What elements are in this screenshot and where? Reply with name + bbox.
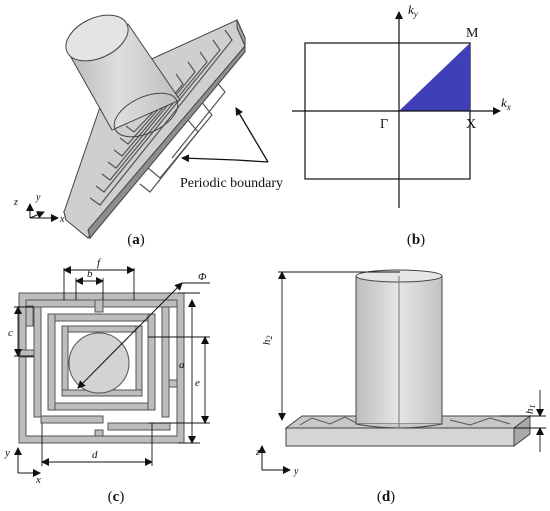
axis-y-label-c: y	[4, 447, 10, 459]
axis-x-label-a: x	[59, 214, 65, 225]
unit-cell-top-view	[18, 292, 185, 444]
point-gamma-label: Γ	[380, 117, 388, 132]
panel-b: ky kx M Γ X (b)	[292, 2, 511, 248]
axis-x-label-c: x	[35, 474, 41, 486]
caption-d: (d)	[377, 489, 395, 505]
periodic-boundary-label: Periodic boundary	[180, 176, 283, 191]
caption-a: (a)	[127, 232, 145, 248]
dim-c-label: c	[8, 327, 13, 339]
ky-label: ky	[408, 2, 418, 19]
slab-3d	[63, 19, 246, 240]
dim-d-label: d	[92, 449, 98, 461]
axis-z-label-d: z	[255, 447, 260, 458]
dim-b-label: b	[87, 268, 93, 280]
dim-e-label: e	[195, 377, 200, 389]
base-plate	[284, 415, 532, 447]
axis-y-label-d: y	[293, 466, 299, 477]
dim-phi-label: Φ	[198, 271, 207, 283]
dim-f-label: f	[97, 257, 102, 269]
dim-a-label: a	[179, 359, 185, 371]
point-x-label: X	[466, 117, 476, 132]
panel-a: Periodic boundary z y x (a)	[13, 14, 283, 248]
panel-d: h2 h1 z y (d)	[255, 269, 546, 505]
diameter-arrow	[77, 282, 183, 389]
cylinder-side	[355, 269, 443, 429]
axis-z-label-a: z	[13, 197, 18, 208]
cylinder-footprint-circle	[68, 332, 130, 394]
caption-b: (b)	[407, 232, 425, 248]
point-m-label: M	[466, 26, 479, 41]
periodic-boundary-arrows	[181, 107, 269, 163]
caption-c: (c)	[108, 489, 125, 505]
irreducible-zone-triangle	[399, 43, 470, 111]
cylinder-3d	[65, 14, 181, 138]
axis-y-label-a: y	[35, 192, 41, 203]
panel-c: Φ f b c a e d	[4, 257, 210, 505]
axes-triad-a	[26, 203, 59, 222]
dim-h1-label: h1	[524, 405, 537, 415]
dim-h2-label: h2	[261, 336, 274, 346]
kx-label: kx	[501, 95, 511, 112]
